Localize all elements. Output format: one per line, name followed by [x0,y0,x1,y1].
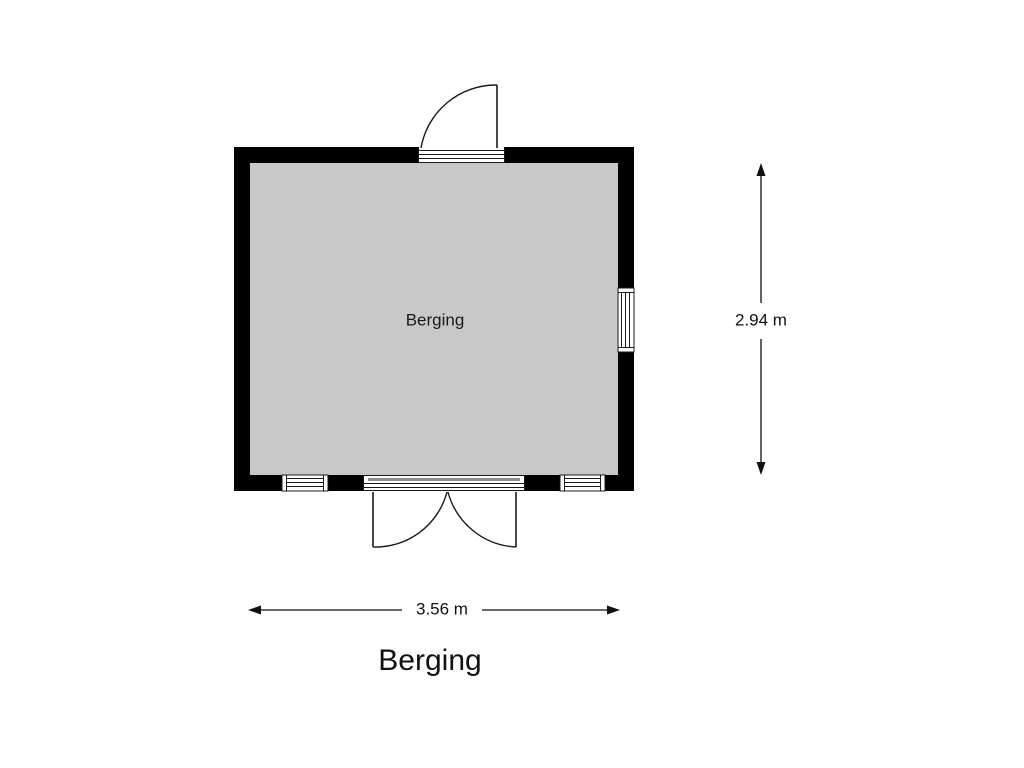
dimension-height: 2.94 m [735,163,787,475]
wall-top-right [505,147,634,163]
right-window [617,287,635,353]
wall-bottom-pier-1 [328,475,363,491]
top-door-swing-arc [420,84,498,149]
dimension-height-label: 2.94 m [735,310,787,329]
bottom-door-left-swing-arc [372,491,448,548]
wall-bottom-pier-2 [525,475,560,491]
dimension-height-arrow-bottom [756,462,766,475]
bottom-right-window [559,474,606,492]
wall-top-left [234,147,418,163]
dimension-height-arrow-top [756,163,766,176]
bottom-double-door [363,475,525,548]
dimension-width-arrow-right [607,605,620,615]
wall-right-upper [618,147,634,288]
dimension-width: 3.56 m [248,599,620,618]
dimension-width-label: 3.56 m [416,599,468,618]
bottom-door-right-swing-arc [447,491,517,548]
room-floor-fill [250,163,618,475]
wall-bottom-right-corner [605,475,634,491]
bottom-left-window [281,474,329,492]
wall-bottom-left-corner [234,475,282,491]
dimension-width-arrow-left [248,605,261,615]
top-door [418,84,505,163]
wall-left [234,147,250,491]
plan-title: Berging [378,644,481,677]
room-label: Berging [406,310,465,329]
wall-right-lower [618,352,634,491]
